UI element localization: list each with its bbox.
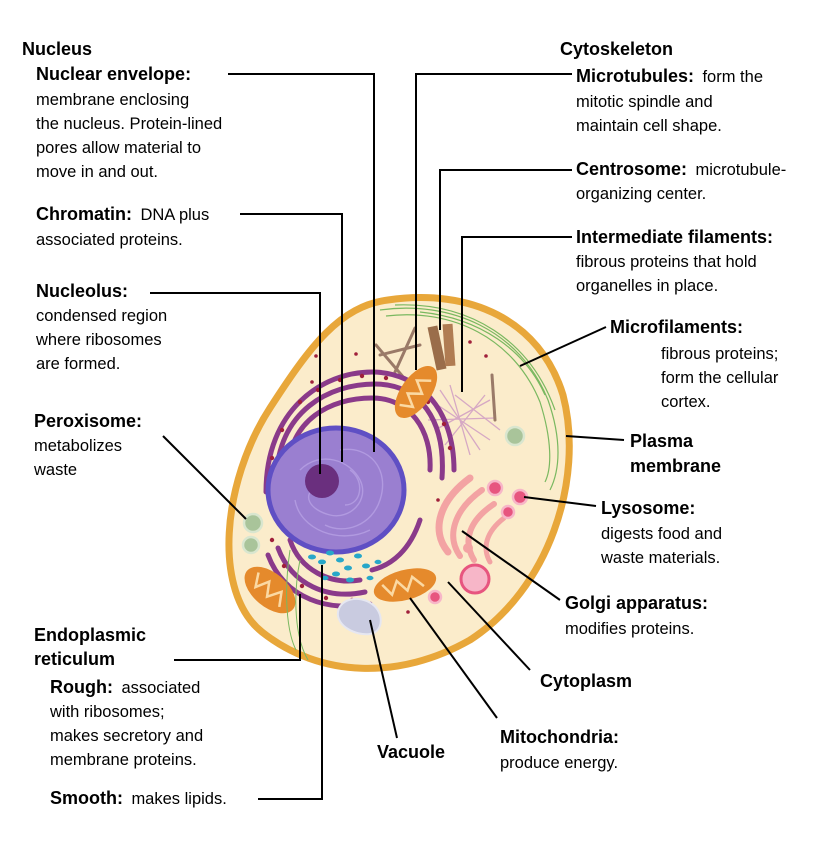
leader-centrosome <box>439 169 572 330</box>
peroxisome-shapes <box>241 425 526 555</box>
smooth-er-inline: makes lipids. <box>131 790 226 808</box>
peroxisome-desc-1: metabolizes <box>34 437 122 455</box>
mitochondria-shapes <box>244 365 438 614</box>
nuclear-envelope-desc-3: pores allow material to <box>36 139 201 157</box>
centrosome-shape <box>427 323 456 371</box>
nucleolus-desc-1: condensed region <box>36 307 167 325</box>
microfilaments-desc-3: cortex. <box>661 393 711 411</box>
microtubules-heading: Microtubules: <box>576 66 694 86</box>
vacuole-heading: Vacuole <box>377 742 445 762</box>
cytoplasm-heading: Cytoplasm <box>540 671 632 691</box>
er-heading-1: Endoplasmic <box>34 625 146 645</box>
nucleus-heading: Nucleus <box>22 39 92 59</box>
rough-er-label: Rough: associated <box>50 677 200 697</box>
leader-smooth <box>258 565 323 800</box>
nucleolus-desc-3: are formed. <box>36 355 120 373</box>
microtubules-label: Microtubules: form the <box>576 66 763 86</box>
microtubules-desc-1: mitotic spindle and <box>576 93 713 111</box>
leader-microfilaments <box>519 326 607 367</box>
nuclear-envelope-desc-1: membrane enclosing <box>36 91 189 109</box>
lysosome-desc-1: digests food and <box>601 525 722 543</box>
golgi-desc-1: modifies proteins. <box>565 620 694 638</box>
mitochondria-desc-1: produce energy. <box>500 754 618 772</box>
microfilaments-desc-2: form the cellular <box>661 369 779 387</box>
cytoplasm-filaments <box>286 549 309 661</box>
rough-er-heading: Rough: <box>50 677 113 697</box>
plasma-membrane-heading-2: membrane <box>630 456 721 476</box>
lysosome-shapes <box>427 479 529 605</box>
cytoskeleton-heading: Cytoskeleton <box>560 39 673 59</box>
nuclear-envelope-desc-2: the nucleus. Protein-lined <box>36 115 222 133</box>
leader-lines <box>150 73 625 800</box>
peroxisome-desc-2: waste <box>33 461 77 479</box>
leader-er <box>174 594 301 661</box>
centrosome-inline: microtubule- <box>695 161 786 179</box>
golgi-shape <box>435 474 507 565</box>
microtubules-inline: form the <box>702 68 763 86</box>
rough-er-inline: associated <box>121 679 200 697</box>
leader-golgi <box>461 530 561 601</box>
smooth-er-heading: Smooth: <box>50 788 123 808</box>
rough-er-desc-1: with ribosomes; <box>49 703 165 721</box>
leader-nucleolus <box>150 292 321 474</box>
leader-peroxisome <box>162 435 247 520</box>
nucleolus-shape <box>305 464 339 498</box>
leader-mitochondria <box>409 597 498 719</box>
leader-lysosome <box>523 496 597 507</box>
plasma-membrane-heading-1: Plasma <box>630 431 694 451</box>
intermediate-filaments-heading: Intermediate filaments: <box>576 227 773 247</box>
vacuole-shape <box>336 597 382 636</box>
nuclear-envelope-desc-4: move in and out. <box>36 163 158 181</box>
leader-microtubules <box>415 73 572 370</box>
centrosome-label: Centrosome: microtubule- <box>576 159 786 179</box>
peroxisome-heading: Peroxisome: <box>34 411 142 431</box>
microfilaments-shape <box>379 304 559 491</box>
mitochondria-heading: Mitochondria: <box>500 727 619 747</box>
chromatin-shape <box>294 448 384 537</box>
centrosome-heading: Centrosome: <box>576 159 687 179</box>
animal-cell <box>225 294 573 672</box>
lysosome-desc-2: waste materials. <box>600 549 720 567</box>
leader-plasma-membrane <box>565 435 625 441</box>
golgi-heading: Golgi apparatus: <box>565 593 708 613</box>
nucleus-shape <box>265 425 407 555</box>
microfilaments-heading: Microfilaments: <box>610 317 743 337</box>
centrosome-desc-1: organizing center. <box>576 185 706 203</box>
microfilaments-desc-1: fibrous proteins; <box>661 345 778 363</box>
lysosome-heading: Lysosome: <box>601 498 695 518</box>
rough-er-desc-3: membrane proteins. <box>50 751 197 769</box>
chromatin-desc-1: associated proteins. <box>36 231 183 249</box>
smooth-er-label: Smooth: makes lipids. <box>50 788 227 808</box>
chromatin-label: Chromatin: DNA plus <box>36 204 209 224</box>
nucleolus-heading: Nucleolus: <box>36 281 128 301</box>
leader-vacuole <box>369 619 398 739</box>
chromatin-inline: DNA plus <box>140 206 209 224</box>
chromatin-heading: Chromatin: <box>36 204 132 224</box>
leader-intermediate <box>461 236 572 392</box>
leader-nuclear-envelope <box>228 73 375 452</box>
nucleolus-desc-2: where ribosomes <box>35 331 162 349</box>
leader-cytoplasm <box>447 581 531 671</box>
nuclear-envelope-heading: Nuclear envelope: <box>36 64 191 84</box>
leader-chromatin <box>240 213 343 462</box>
er-heading-2: reticulum <box>34 649 115 669</box>
rough-er-desc-2: makes secretory and <box>50 727 203 745</box>
smooth-er-shape <box>308 550 382 583</box>
microtubules-desc-2: maintain cell shape. <box>576 117 722 135</box>
intermediate-filaments-desc-1: fibrous proteins that hold <box>576 253 757 271</box>
intermediate-filaments-desc-2: organelles in place. <box>576 277 718 295</box>
